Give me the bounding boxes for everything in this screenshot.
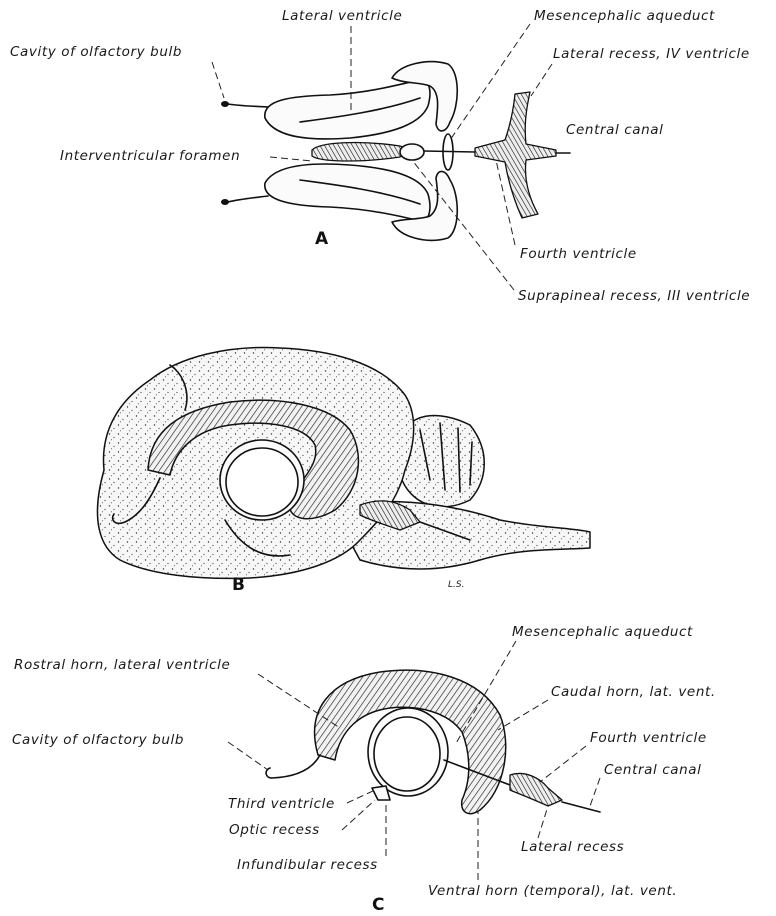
panel-b-signature: L.S. bbox=[448, 580, 464, 590]
panel-b-label: B bbox=[232, 575, 245, 595]
label-a-interventricular-foramen: Interventricular foramen bbox=[60, 148, 240, 164]
label-a-cavity-olfactory-bulb: Cavity of olfactory bulb bbox=[10, 44, 182, 60]
panel-c-fourth-ventricle bbox=[510, 773, 562, 806]
label-c-fourth-ventricle: Fourth ventricle bbox=[590, 730, 707, 746]
panel-c-labels: Mesencephalic aqueduct Rostral horn, lat… bbox=[12, 624, 716, 899]
label-c-third-ventricle: Third ventricle bbox=[228, 796, 335, 812]
label-c-infundibular-recess: Infundibular recess bbox=[237, 857, 378, 873]
label-c-rostral-horn: Rostral horn, lateral ventricle bbox=[14, 657, 230, 673]
label-a-mesencephalic-aqueduct: Mesencephalic aqueduct bbox=[534, 8, 715, 24]
panel-a-olfactory-stalk-upper bbox=[228, 104, 268, 107]
panel-c-central-canal bbox=[562, 802, 600, 812]
label-c-cavity-olfactory-bulb: Cavity of olfactory bulb bbox=[12, 732, 184, 748]
panel-a-lateral-ventricle-upper bbox=[265, 80, 430, 139]
panel-a-aqueduct bbox=[424, 151, 475, 152]
panel-c-label: C bbox=[372, 895, 384, 915]
panel-a-third-ventricle bbox=[312, 143, 410, 162]
panel-a-lateral-ventricle-lower bbox=[265, 164, 430, 221]
panel-a-olfactory-stalk-lower bbox=[228, 196, 268, 202]
label-c-lateral-recess: Lateral recess bbox=[521, 839, 624, 855]
panel-c: C bbox=[266, 670, 600, 915]
label-c-ventral-horn: Ventral horn (temporal), lat. vent. bbox=[428, 883, 677, 899]
label-c-caudal-horn: Caudal horn, lat. vent. bbox=[551, 684, 716, 700]
label-c-mesencephalic-aqueduct: Mesencephalic aqueduct bbox=[512, 624, 693, 640]
label-a-lateral-ventricle: Lateral ventricle bbox=[282, 8, 402, 24]
label-a-suprapineal-recess: Suprapineal recess, III ventricle bbox=[518, 288, 750, 304]
panel-a bbox=[221, 62, 570, 241]
label-a-central-canal: Central canal bbox=[566, 122, 664, 138]
label-c-central-canal: Central canal bbox=[604, 762, 702, 778]
label-a-lateral-recess-iv: Lateral recess, IV ventricle bbox=[553, 46, 750, 62]
panel-a-fourth-ventricle bbox=[475, 92, 556, 218]
panel-a-label: A bbox=[315, 229, 329, 249]
panel-b: L.S. B bbox=[97, 348, 590, 595]
label-a-fourth-ventricle: Fourth ventricle bbox=[520, 246, 637, 262]
label-c-optic-recess: Optic recess bbox=[229, 822, 320, 838]
